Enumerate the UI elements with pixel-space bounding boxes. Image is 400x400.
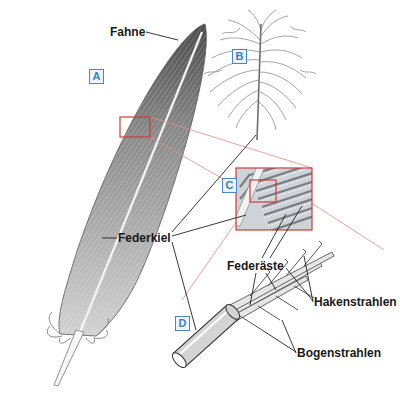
zoom-frame bbox=[250, 180, 276, 202]
part-label: Hakenstrahlen bbox=[314, 295, 397, 309]
leader-line bbox=[172, 215, 246, 236]
zoom-guides bbox=[150, 117, 384, 300]
panel-letter-box: A bbox=[89, 69, 104, 84]
panel-letter: D bbox=[179, 318, 187, 329]
tube-highlight bbox=[178, 310, 229, 356]
part-label: Bogenstrahlen bbox=[297, 346, 381, 360]
detail-frame bbox=[236, 168, 312, 230]
leader-line bbox=[172, 242, 196, 330]
leader-line bbox=[266, 273, 276, 290]
leader-line bbox=[270, 206, 302, 258]
vane-hatching bbox=[59, 24, 206, 336]
leader-line bbox=[304, 256, 313, 302]
contour-feather bbox=[47, 24, 206, 386]
part-label: Fahne bbox=[110, 25, 145, 39]
barbicel bbox=[240, 286, 314, 330]
zoom-frame bbox=[120, 117, 150, 137]
down-barb bbox=[259, 16, 306, 130]
part-label: Federäste bbox=[227, 259, 284, 273]
tube-end bbox=[223, 302, 242, 321]
down-shaft bbox=[257, 24, 261, 140]
leader-line bbox=[250, 273, 256, 305]
rachis-tube bbox=[170, 302, 242, 370]
leader-line bbox=[102, 238, 117, 239]
feather-quill bbox=[54, 330, 84, 386]
down-feather bbox=[204, 10, 316, 140]
panel-letter: A bbox=[93, 71, 101, 82]
leader-line bbox=[146, 32, 178, 40]
leader-line bbox=[282, 320, 296, 353]
panel-letter-box: C bbox=[222, 178, 237, 193]
leader-line bbox=[286, 268, 313, 301]
zoom-line bbox=[150, 117, 312, 168]
feather-vane bbox=[59, 24, 206, 336]
panel-letter-box: D bbox=[175, 316, 190, 331]
part-label: Federkiel bbox=[118, 231, 171, 245]
feather-shaft bbox=[80, 32, 202, 332]
leader-lines bbox=[102, 32, 313, 353]
detail-shaft bbox=[236, 168, 266, 226]
down-barb bbox=[208, 20, 260, 128]
panel-letter: C bbox=[226, 180, 234, 191]
detail-c bbox=[232, 160, 326, 231]
panel-letter: B bbox=[236, 51, 244, 62]
detail-barbs bbox=[236, 168, 312, 230]
leader-line bbox=[172, 135, 256, 232]
tube-end bbox=[170, 350, 189, 369]
panel-letter-box: B bbox=[232, 49, 247, 64]
hooklets bbox=[240, 241, 322, 330]
